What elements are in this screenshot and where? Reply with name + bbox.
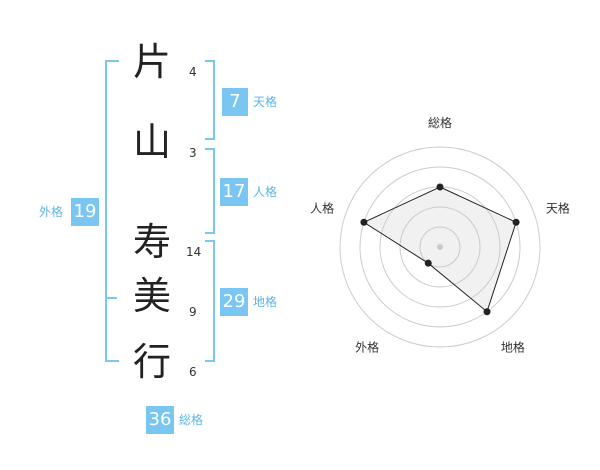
radar-axis-label-3: 地格: [501, 339, 525, 354]
gaikaku-bracket: [105, 60, 119, 362]
gaikaku-badge: 19: [71, 198, 99, 226]
jinkaku-badge: 17: [220, 178, 248, 206]
stroke-count-2: 3: [189, 146, 197, 160]
jinkaku-label: 人格: [253, 185, 278, 199]
chikaku-label: 地格: [253, 295, 278, 309]
name-char-5: 行: [132, 340, 171, 384]
radar-point-4: [424, 259, 432, 267]
name-char-1: 片: [132, 40, 171, 84]
stroke-count-3: 14: [186, 245, 202, 259]
chikaku-badge: 29: [220, 288, 248, 316]
radar-axis-label-4: 外格: [355, 339, 379, 354]
gaikaku-label: 外格: [39, 205, 64, 219]
radar-ring-2: [399, 206, 481, 288]
soukaku-label: 総格: [179, 413, 204, 427]
radar-point-3: [483, 308, 491, 316]
radar-axis-label-5: 人格: [310, 201, 334, 216]
radar-point-5: [360, 218, 368, 226]
stroke-count-5: 6: [189, 365, 197, 379]
stroke-count-1: 4: [189, 65, 197, 79]
name-char-2: 山: [132, 120, 171, 164]
radar-point-1: [436, 183, 444, 191]
radar-ring-4: [359, 166, 521, 328]
tenkaku-badge: 7: [222, 88, 248, 116]
stroke-count-4: 9: [189, 305, 197, 319]
name-char-3: 寿: [132, 220, 171, 264]
soukaku-badge: 36: [146, 406, 174, 434]
tenkaku-label: 天格: [253, 95, 278, 109]
radar-center-dot: [437, 244, 443, 250]
gaikaku-bracket-tick: [107, 297, 117, 299]
chikaku-bracket: [205, 240, 215, 362]
name-char-4: 美: [132, 274, 171, 318]
radar-ring-1: [419, 226, 461, 268]
tenkaku-bracket: [205, 60, 215, 140]
radar-ring-5: [339, 146, 541, 348]
jinkaku-bracket: [205, 148, 215, 234]
radar-axis-label-2: 天格: [546, 201, 570, 216]
radar-point-2: [512, 218, 520, 226]
radar-axis-label-1: 総格: [428, 115, 452, 130]
